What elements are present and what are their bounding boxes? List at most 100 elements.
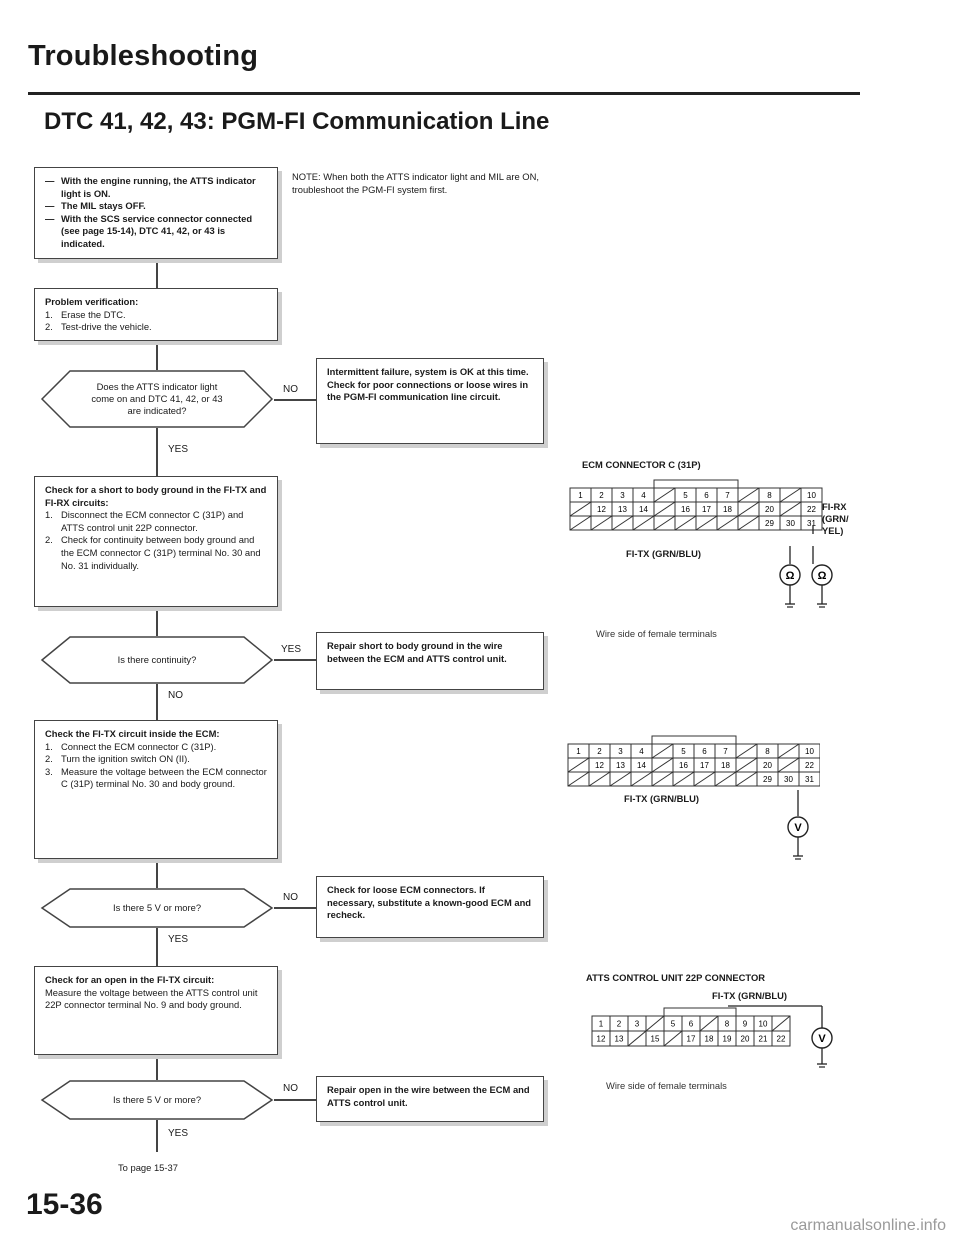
no-label: NO bbox=[168, 690, 183, 701]
page-number: 15-36 bbox=[26, 1188, 103, 1221]
problem-verification-title: Problem verification: bbox=[45, 296, 139, 307]
step-item: Measure the voltage between the ECM conn… bbox=[61, 765, 267, 790]
connector-latch bbox=[653, 479, 739, 489]
open-check-title: Check for an open in the FI-TX circuit: bbox=[45, 974, 215, 985]
empty-pin-mark bbox=[627, 1030, 647, 1047]
empty-pin-mark bbox=[569, 515, 592, 531]
pin-number: 3 bbox=[620, 491, 625, 500]
step-item: Test-drive the vehicle. bbox=[61, 321, 152, 333]
decision-text: Is there 5 V or more? bbox=[112, 1093, 202, 1105]
repair-open-box: Repair open in the wire between the ECM … bbox=[316, 1076, 544, 1122]
repair-short-box: Repair short to body ground in the wire … bbox=[316, 632, 544, 690]
pin-number: 17 bbox=[700, 761, 709, 770]
no-label: NO bbox=[283, 892, 298, 903]
diagram3-title: ATTS CONTROL UNIT 22P CONNECTOR bbox=[586, 972, 766, 983]
pin-number: 17 bbox=[702, 505, 711, 514]
meter-symbol: V bbox=[794, 822, 802, 834]
decision-diamond: Does the ATTS indicator light come on an… bbox=[40, 370, 274, 428]
condition-item: With the engine running, the ATTS indica… bbox=[61, 175, 256, 199]
pin-number: 18 bbox=[721, 761, 730, 770]
empty-pin-mark bbox=[630, 771, 653, 787]
pin-number: 22 bbox=[777, 1035, 786, 1044]
pin-number: 29 bbox=[765, 519, 774, 528]
short-check-title: Check for a short to body ground in the … bbox=[45, 484, 267, 508]
meter-symbol: Ω bbox=[818, 570, 827, 582]
pin-number: 21 bbox=[759, 1035, 768, 1044]
step-item: Connect the ECM connector C (31P). bbox=[61, 740, 217, 752]
meter-symbol: V bbox=[818, 1033, 826, 1045]
empty-pin-mark bbox=[653, 501, 676, 517]
fi-rx-label: FI-RX(GRN/YEL) bbox=[822, 501, 849, 536]
empty-pin-mark bbox=[779, 487, 802, 503]
empty-pin-mark bbox=[609, 771, 632, 787]
loose-ecm-box: Check for loose ECM connectors. If neces… bbox=[316, 876, 544, 938]
pin-number: 31 bbox=[805, 775, 814, 784]
empty-pin-mark bbox=[716, 515, 739, 531]
pin-number: 4 bbox=[639, 747, 644, 756]
empty-pin-mark bbox=[590, 515, 613, 531]
pin-number: 5 bbox=[671, 1020, 676, 1029]
pin-number: 12 bbox=[597, 505, 606, 514]
connector-latch bbox=[651, 735, 737, 745]
watermark-text: carmanualsonline.info bbox=[790, 1217, 946, 1234]
flow-line bbox=[156, 258, 158, 288]
empty-pin-mark bbox=[735, 743, 758, 759]
pin-number: 18 bbox=[705, 1035, 714, 1044]
pin-number: 6 bbox=[689, 1020, 694, 1029]
decision-diamond: Is there 5 V or more? bbox=[40, 1080, 274, 1120]
problem-verification-box: Problem verification: 1.Erase the DTC. 2… bbox=[34, 288, 278, 341]
empty-pin-mark bbox=[699, 1015, 719, 1032]
condition-item: The MIL stays OFF. bbox=[61, 200, 146, 212]
pin-number: 8 bbox=[725, 1020, 730, 1029]
pin-number: 6 bbox=[702, 747, 707, 756]
pin-number: 30 bbox=[784, 775, 793, 784]
pin-number: 10 bbox=[807, 491, 816, 500]
step-item: Check for continuity between body ground… bbox=[61, 534, 261, 571]
empty-pin-mark bbox=[777, 757, 800, 773]
pin-number: 18 bbox=[723, 505, 732, 514]
flow-line bbox=[156, 684, 158, 720]
empty-pin-mark bbox=[653, 487, 676, 503]
connector-pin bbox=[798, 771, 820, 787]
decision-text: Does the ATTS indicator light come on an… bbox=[91, 380, 223, 417]
condition-item: With the SCS service connector connected… bbox=[61, 212, 253, 249]
pin-number: 2 bbox=[597, 747, 602, 756]
note-text: NOTE: When both the ATTS indicator light… bbox=[292, 171, 539, 195]
empty-pin-mark bbox=[567, 757, 590, 773]
open-check-box: Check for an open in the FI-TX circuit: … bbox=[34, 966, 278, 1055]
page-header-title: Troubleshooting bbox=[28, 40, 259, 72]
diagram1-caption: Wire side of female terminals bbox=[596, 628, 717, 639]
pin-number: 1 bbox=[576, 747, 581, 756]
conditions-box: —With the engine running, the ATTS indic… bbox=[34, 167, 278, 259]
no-branch-line bbox=[274, 907, 316, 909]
to-page-text: To page 15-37 bbox=[118, 1162, 178, 1173]
pin-number: 12 bbox=[597, 1035, 606, 1044]
pin-number: 20 bbox=[741, 1035, 750, 1044]
fi-tx-label: FI-TX (GRN/BLU) bbox=[626, 548, 701, 559]
empty-pin-mark bbox=[737, 487, 760, 503]
pin-number: 10 bbox=[805, 747, 814, 756]
flow-line bbox=[156, 928, 158, 966]
pin-number: 3 bbox=[635, 1020, 640, 1029]
flow-line bbox=[156, 1054, 158, 1080]
empty-pin-mark bbox=[569, 501, 592, 517]
connector-latch bbox=[663, 1007, 737, 1017]
open-check-body: Measure the voltage between the ATTS con… bbox=[45, 986, 258, 1011]
yes-label: YES bbox=[168, 1128, 189, 1139]
empty-pin-mark bbox=[735, 771, 758, 787]
empty-pin-mark bbox=[651, 743, 674, 759]
empty-pin-mark bbox=[653, 515, 676, 531]
fitx-check-title: Check the FI-TX circuit inside the ECM: bbox=[45, 728, 220, 739]
empty-pin-mark bbox=[632, 515, 655, 531]
fi-tx-label: FI-TX (GRN/BLU) bbox=[712, 990, 787, 1001]
flow-line bbox=[156, 1120, 158, 1152]
diagram3-caption: Wire side of female terminals bbox=[606, 1080, 727, 1091]
pin-number: 9 bbox=[743, 1020, 748, 1029]
empty-pin-mark bbox=[663, 1030, 683, 1047]
flow-line bbox=[156, 340, 158, 370]
connector-pin bbox=[800, 515, 823, 531]
